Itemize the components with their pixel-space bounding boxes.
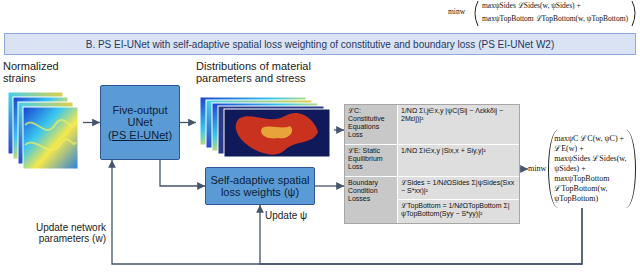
node-text: (PS EI-UNet) [108, 129, 172, 141]
objective-formula: minwmaxψC ℒC(w, ψC) +ℒE(w) +maxψSides ℒS… [528, 130, 636, 208]
formula-fragment: minw [448, 7, 465, 16]
node-text: Normalized strains [3, 60, 83, 85]
connector-arrow [180, 122, 196, 123]
loss-name: ℒC: Constitutive Equations Loss [345, 105, 397, 144]
formula-fragment: maxψTopBottom ℒTopBottom(w, ψTopBottom) [482, 13, 628, 23]
loss-formula: ℒSides = 1/N∂ΩSides Σ|ψSides(Sxx − S*xx)… [398, 177, 519, 200]
weights-box: Self-adaptive spatial loss weights (ψ) [205, 167, 315, 205]
input-group: Normalized strains [3, 60, 83, 172]
node-text: Five-output UNet [105, 104, 175, 129]
network-box: Five-output UNet(PS EI-UNet) [100, 85, 180, 160]
operator-text: minw [528, 164, 546, 174]
formula-term: ℒE(w) + [554, 144, 630, 154]
node-text: Distributions of material parameters and… [196, 60, 334, 85]
top-formula-brackets [475, 1, 635, 26]
inclusion-core [261, 126, 292, 138]
loss-formula: 1/NΩ Σi∈x,y |Six,x + Siy,y|² [398, 145, 519, 176]
loss-table: ℒC: Constitutive Equations Loss1/NΩ Σi,j… [344, 104, 520, 224]
connector-arrow [83, 122, 100, 123]
output-group: Distributions of material parameters and… [196, 60, 334, 162]
node-text: Self-adaptive spatial loss weights (ψ) [210, 174, 310, 199]
formula-fragment: maxψSides ℒSides(w, ψSides) + [482, 0, 581, 10]
formula-term: maxψSides ℒSides(w, ψSides) + [554, 154, 630, 174]
edge-label: Update ψ [265, 210, 307, 221]
connector-arrow [334, 129, 344, 130]
parameter-map [224, 109, 330, 157]
strain-texture [25, 120, 76, 150]
connector-arrow [112, 160, 582, 264]
strain-map [23, 107, 78, 169]
connector-arrow [160, 160, 205, 186]
formula-term: maxψTopBottom ℒTopBottom(w, ψTopBottom) [554, 174, 630, 204]
bracket-group: maxψC ℒC(w, ψC) +ℒE(w) +maxψSides ℒSides… [548, 130, 636, 208]
loss-formula: ℒTopBottom = 1/N∂ΩTopBottom Σ|ψTopBottom… [398, 200, 519, 223]
section-banner: B. PS EI-UNet with self-adaptive spatial… [4, 33, 636, 55]
bracket [632, 1, 635, 26]
edge-label: Update network parameters (w) [4, 222, 106, 244]
formula-term: maxψC ℒC(w, ψC) + [554, 134, 630, 144]
loss-name: ℒE: Static Equilibrium Loss [345, 145, 397, 176]
bracket [475, 1, 478, 26]
connector-arrow [315, 185, 344, 186]
node-text: B. PS EI-UNet with self-adaptive spatial… [86, 39, 555, 50]
connector-arrow [520, 168, 528, 169]
strain-images [8, 92, 78, 169]
loss-formula: 1/NΩ Σi,j∈x,y |ψC(Sij − Λεkkδij − 2Mεij)… [398, 105, 519, 144]
distribution-images [200, 97, 330, 157]
inclusion-region [236, 113, 318, 155]
loss-name: Boundary Condition Losses [345, 177, 397, 223]
